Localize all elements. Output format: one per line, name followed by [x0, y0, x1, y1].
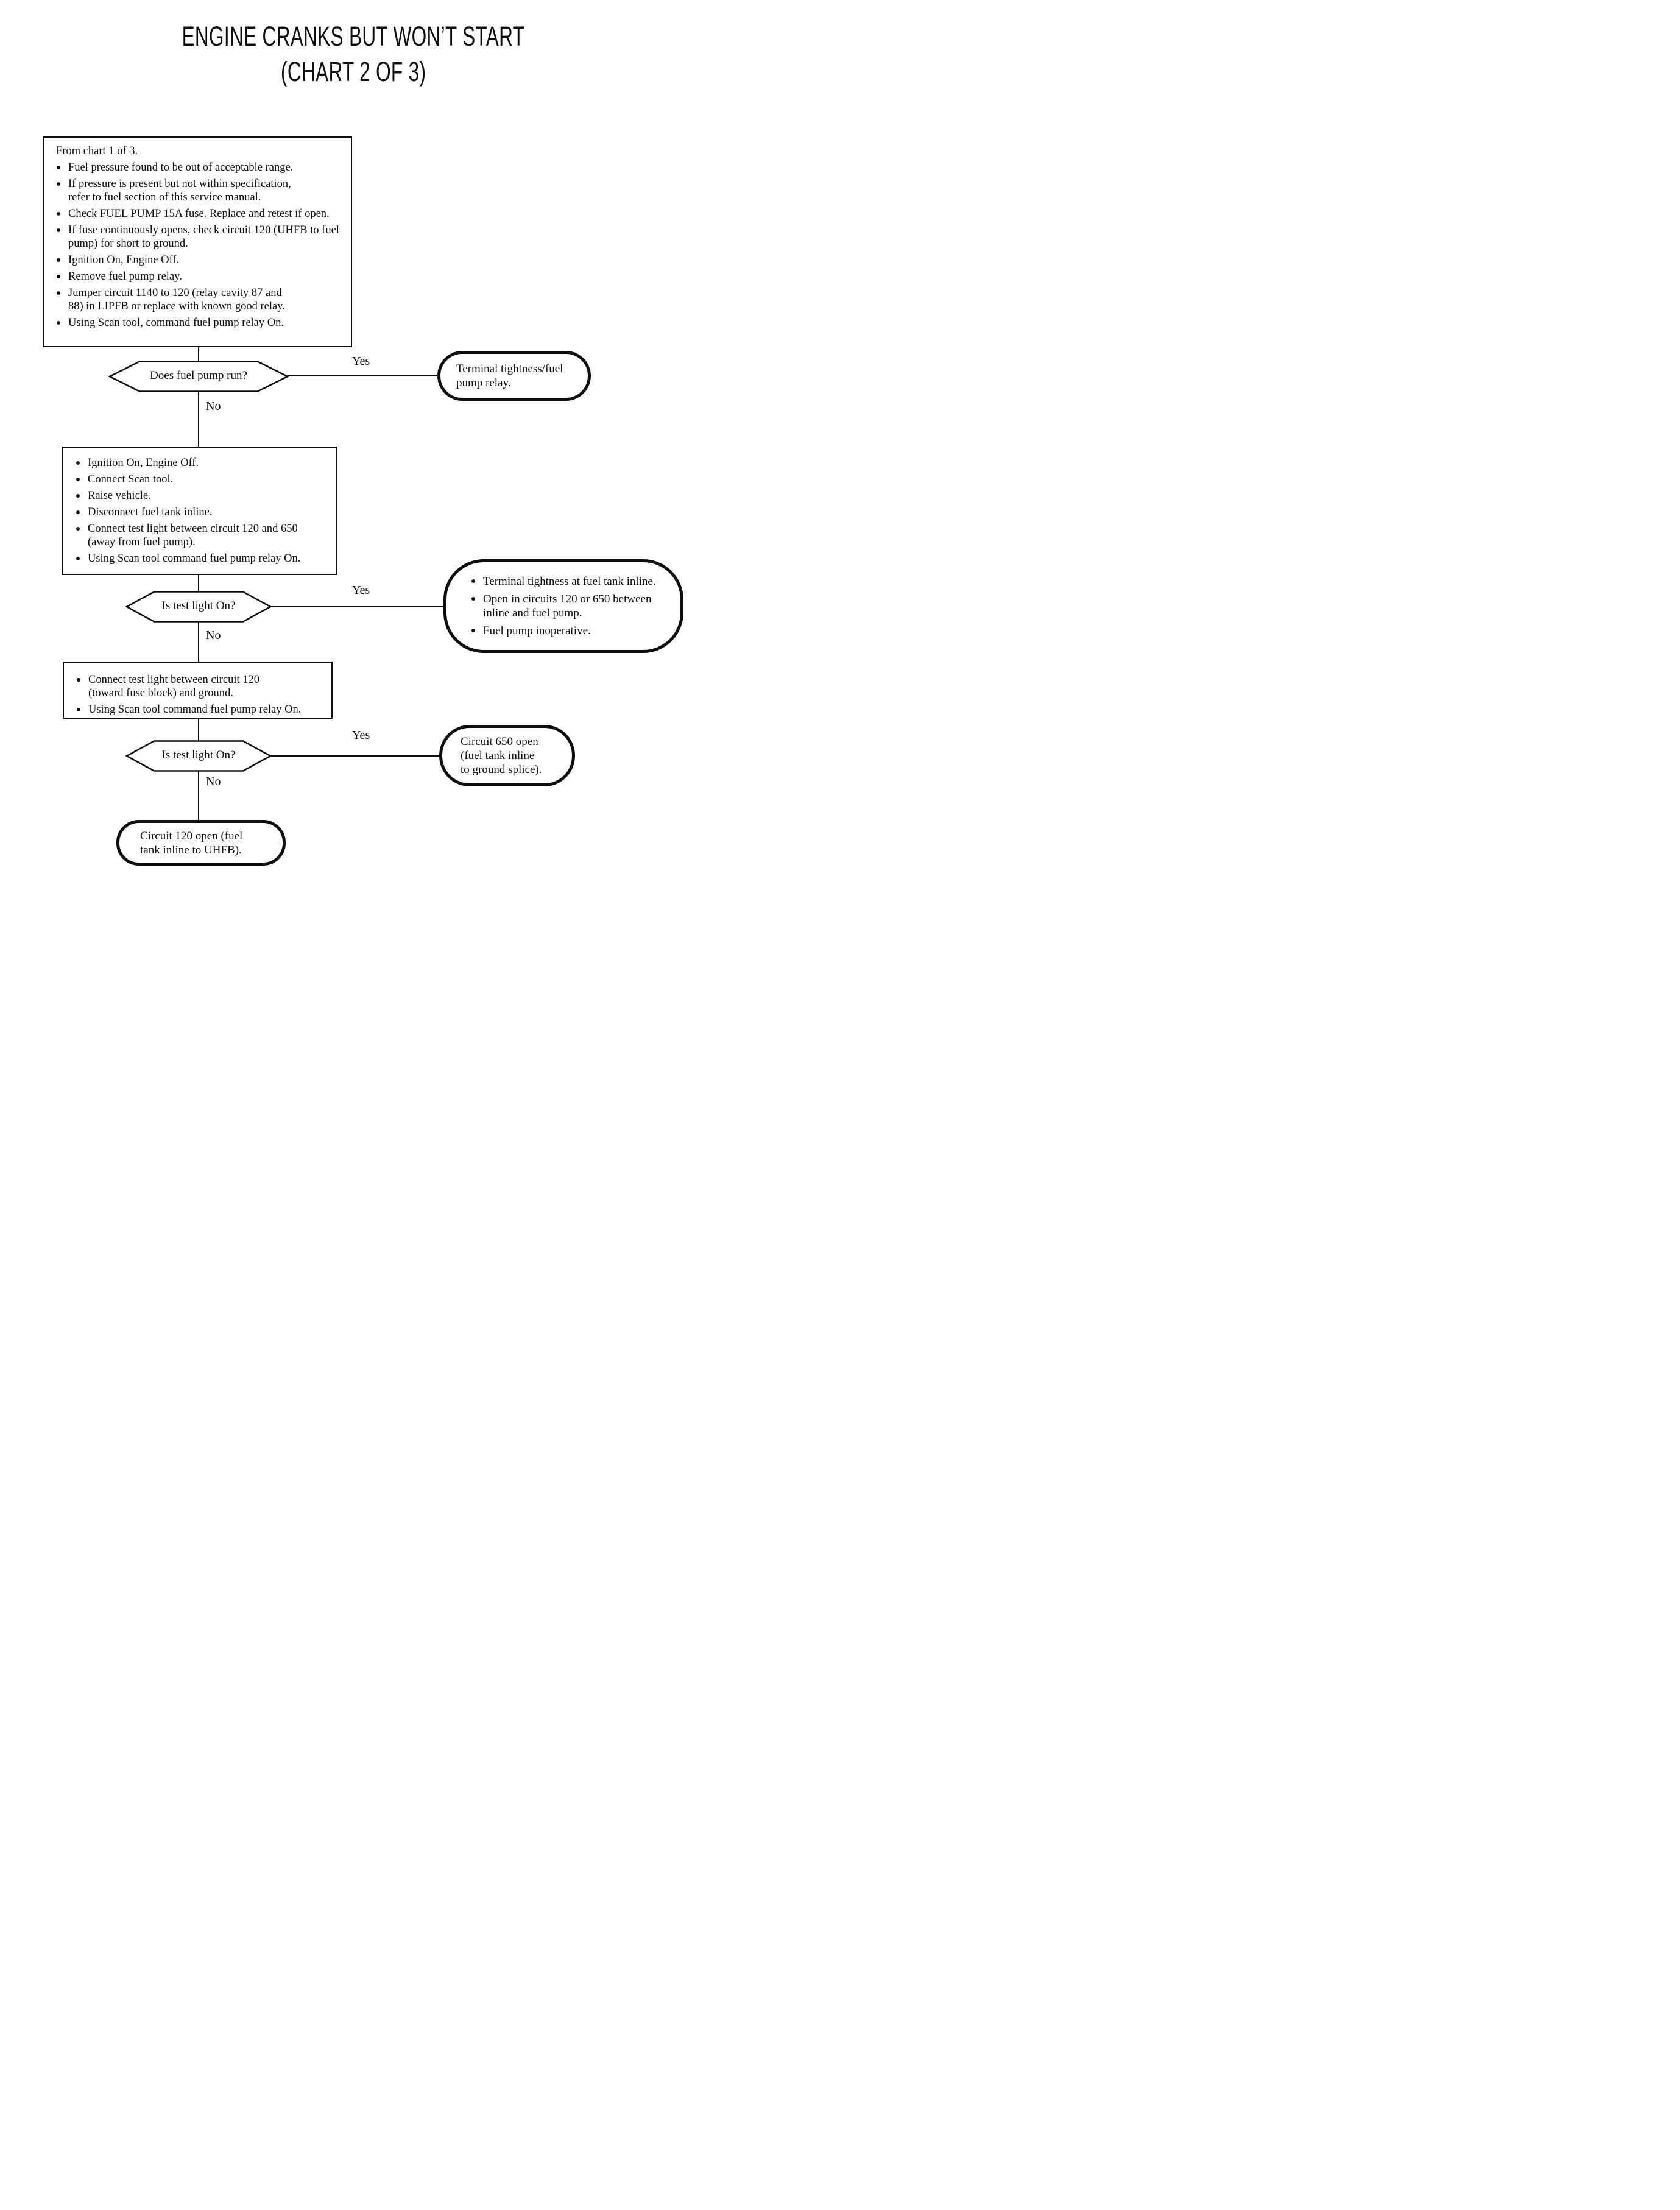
connector-decision2-no: [198, 622, 199, 662]
process-box-test-light-ground: Connect test light between circuit 120 (…: [63, 662, 333, 719]
bullet-item: Connect test light between circuit 120 a…: [72, 522, 329, 549]
yes-label-3: Yes: [352, 729, 370, 742]
page-title-line2: (CHART 2 OF 3): [0, 57, 707, 93]
bullet-text: Open in circuits 120 or 650 between inli…: [483, 593, 652, 620]
bullet-text: Ignition On, Engine Off.: [68, 254, 180, 266]
bullet-item: Fuel pump inoperative.: [467, 624, 669, 638]
bullet-item: Connect test light between circuit 120 (…: [72, 673, 324, 700]
process-box-test-light-setup: Ignition On, Engine Off. Connect Scan to…: [62, 447, 337, 575]
bullet-item: Connect Scan tool.: [72, 473, 329, 486]
bullet-text: Check FUEL PUMP 15A fuse. Replace and re…: [68, 208, 330, 220]
connector-decision1-yes: [288, 375, 437, 376]
bullet-text: If fuse continuously opens, check circui…: [68, 224, 339, 250]
box1-heading: From chart 1 of 3.: [56, 145, 138, 157]
connector-box1-to-decision1: [198, 347, 199, 362]
bullet-text: Disconnect fuel tank inline.: [88, 506, 213, 518]
connector-decision3-no: [198, 771, 199, 821]
bullet-item: If fuse continuously opens, check circui…: [52, 224, 344, 250]
bullet-item: Terminal tightness at fuel tank inline.: [467, 574, 669, 588]
connector-decision2-yes: [270, 606, 443, 607]
bullet-text: Using Scan tool, command fuel pump relay…: [68, 317, 284, 329]
result-terminal-tightness-open-circuits: Terminal tightness at fuel tank inline. …: [443, 559, 683, 653]
decision-is-test-light-on-1: Is test light On?: [125, 591, 272, 623]
page-title-text2: (CHART 2 OF 3): [280, 56, 426, 87]
decision2-label: Is test light On?: [161, 599, 236, 612]
bullet-text: Fuel pressure found to be out of accepta…: [68, 161, 294, 174]
bullet-item: If pressure is present but not within sp…: [52, 177, 344, 204]
bullet-text: Remove fuel pump relay.: [68, 270, 182, 283]
bullet-item: Check FUEL PUMP 15A fuse. Replace and re…: [52, 207, 344, 221]
no-label-1: No: [206, 400, 221, 413]
bullet-text: Using Scan tool command fuel pump relay …: [88, 704, 302, 716]
bullet-item: Using Scan tool command fuel pump relay …: [72, 552, 329, 565]
bullet-item: Using Scan tool command fuel pump relay …: [72, 703, 324, 716]
flowchart-page: ENGINE CRANKS BUT WON’T START (CHART 2 O…: [0, 0, 731, 961]
no-label-2: No: [206, 629, 221, 642]
bullet-text: Terminal tightness at fuel tank inline.: [483, 575, 656, 588]
bullet-item: Jumper circuit 1140 to 120 (relay cavity…: [52, 286, 344, 313]
process-box-from-chart-1: From chart 1 of 3. Fuel pressure found t…: [43, 136, 352, 347]
yes-label-2: Yes: [352, 584, 370, 597]
bullet-item: Ignition On, Engine Off.: [72, 456, 329, 470]
bullet-item: Raise vehicle.: [72, 489, 329, 503]
connector-box3-to-decision3: [198, 718, 199, 741]
bullet-text: If pressure is present but not within sp…: [68, 178, 291, 203]
bullet-text: Jumper circuit 1140 to 120 (relay cavity…: [68, 287, 285, 312]
bullet-text: Connect test light between circuit 120 (…: [88, 674, 260, 699]
result-circuit-650-open: Circuit 650 open (fuel tank inline to gr…: [439, 725, 575, 786]
connector-decision1-no: [198, 392, 199, 447]
page-title-text1: ENGINE CRANKS BUT WON’T START: [182, 21, 525, 52]
bullet-text: Raise vehicle.: [88, 490, 151, 502]
hexagon-shape: [108, 361, 289, 392]
bullet-text: Using Scan tool command fuel pump relay …: [88, 552, 301, 565]
bullet-text: Ignition On, Engine Off.: [88, 457, 199, 469]
decision-does-fuel-pump-run: Does fuel pump run?: [108, 361, 289, 392]
decision3-label: Is test light On?: [161, 749, 236, 761]
page-title: ENGINE CRANKS BUT WON’T START (CHART 2 O…: [0, 22, 707, 93]
bullet-item: Remove fuel pump relay.: [52, 270, 344, 283]
bullet-text: Connect test light between circuit 120 a…: [88, 523, 298, 548]
bullet-item: Ignition On, Engine Off.: [52, 253, 344, 267]
yes-label-1: Yes: [352, 355, 370, 368]
page-title-line1: ENGINE CRANKS BUT WON’T START: [0, 22, 707, 57]
decision1-label: Does fuel pump run?: [150, 369, 247, 382]
decision-is-test-light-on-2: Is test light On?: [125, 740, 272, 772]
result-terminal-tightness-fuel-pump-relay: Terminal tightness/fuel pump relay.: [437, 351, 591, 401]
result-circuit-120-open: Circuit 120 open (fuel tank inline to UH…: [116, 820, 286, 866]
bullet-text: Connect Scan tool.: [88, 473, 174, 485]
bullet-item: Open in circuits 120 or 650 between inli…: [467, 592, 669, 620]
connector-decision3-yes: [270, 755, 439, 757]
bullet-item: Using Scan tool, command fuel pump relay…: [52, 316, 344, 330]
bullet-item: Fuel pressure found to be out of accepta…: [52, 161, 344, 174]
bullet-text: Fuel pump inoperative.: [483, 624, 591, 637]
connector-box2-to-decision2: [198, 574, 199, 591]
no-label-3: No: [206, 775, 221, 788]
bullet-item: Disconnect fuel tank inline.: [72, 506, 329, 519]
